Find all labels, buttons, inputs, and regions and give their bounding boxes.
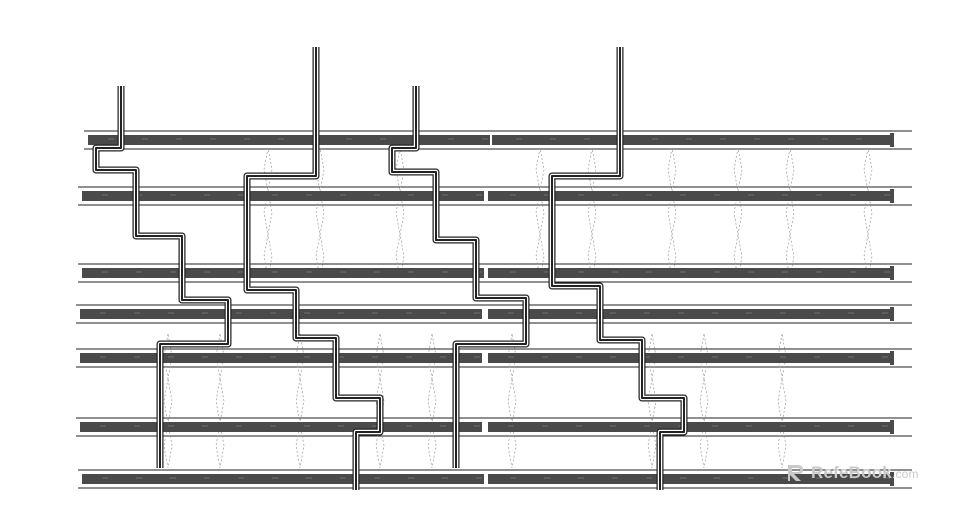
watermark: RefeBook.com: [785, 462, 919, 484]
hanger-support: [863, 147, 873, 279]
hanger-support: [535, 147, 545, 279]
cable-tray-segment: [488, 135, 892, 145]
cable-tray-segment: [82, 268, 484, 278]
tray-end-cap: [890, 133, 894, 147]
hanger-support: [587, 147, 597, 279]
conduit-bundle: [391, 86, 527, 468]
refebook-logo-icon: [788, 465, 803, 481]
conduit-bundle: [95, 86, 229, 468]
tray-rail-lines: [76, 130, 912, 489]
cable-tray-segment: [80, 309, 482, 319]
cable-tray-runs: [80, 133, 894, 486]
tray-end-cap: [890, 307, 894, 321]
cable-tray-segment: [488, 309, 892, 319]
cable-tray-segment: [80, 422, 482, 432]
tray-joint: [482, 353, 484, 363]
cable-tray-segment: [488, 422, 892, 432]
hanger-support: [263, 147, 273, 279]
tray-end-cap: [890, 472, 894, 486]
hanger-support: [785, 147, 795, 279]
tray-joint: [482, 422, 484, 432]
hanger-support: [733, 147, 743, 279]
tray-joint: [482, 309, 484, 319]
cable-tray-segment: [488, 353, 892, 363]
hanger-support: [395, 147, 405, 279]
conduit-bundle: [246, 47, 381, 490]
tray-end-cap: [890, 189, 894, 203]
cable-tray-segment: [488, 474, 892, 484]
cable-tray-segment: [82, 191, 484, 201]
cable-tray-segment: [488, 268, 892, 278]
tray-joint: [490, 135, 492, 145]
watermark-brand: RefeBook.com: [811, 463, 919, 482]
tray-end-cap: [890, 351, 894, 365]
cable-tray-segment: [88, 135, 490, 145]
tray-joint: [484, 268, 486, 278]
tray-joint: [484, 474, 486, 484]
cable-tray-segment: [80, 353, 482, 363]
cable-tray-segment: [82, 474, 484, 484]
conduit-bundles: [92, 47, 688, 490]
conduit-bundle: [551, 47, 685, 490]
tray-joint: [484, 191, 486, 201]
tray-end-cap: [890, 266, 894, 280]
cable-tray-segment: [488, 191, 892, 201]
hanger-support: [667, 147, 677, 279]
tray-end-cap: [890, 420, 894, 434]
